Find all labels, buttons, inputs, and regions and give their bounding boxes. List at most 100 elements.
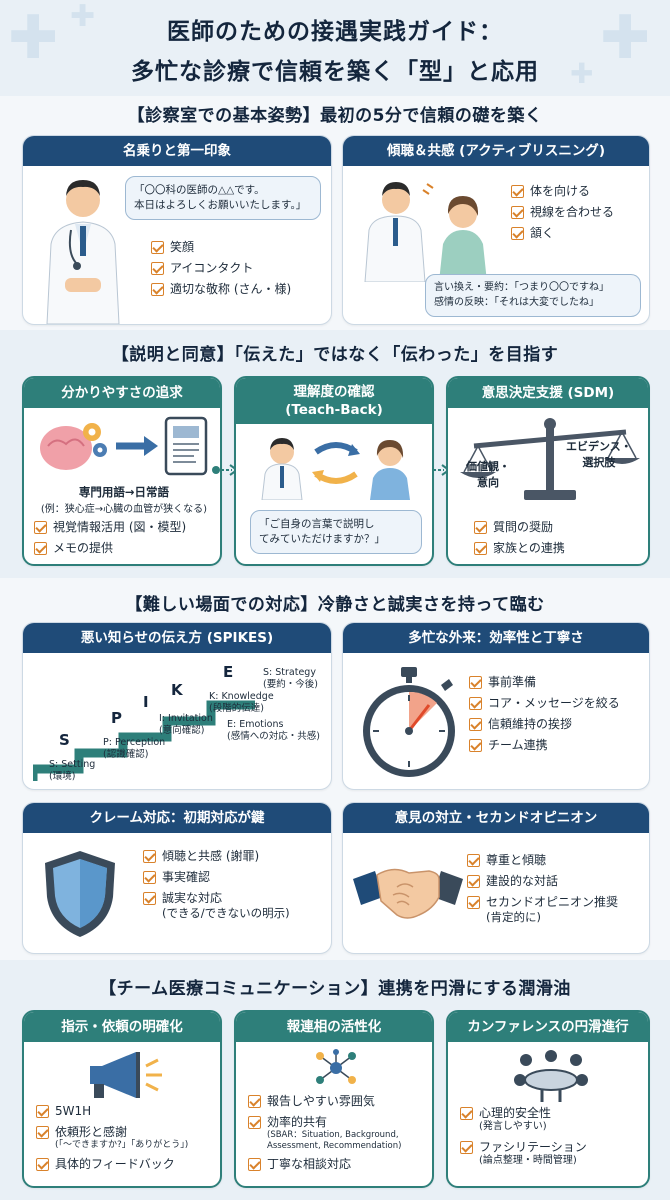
spikes-letter-k: K — [171, 681, 183, 699]
checklist: 報告しやすい雰囲気 効率的共有(SBAR：Situation, Backgrou… — [248, 1094, 432, 1178]
check-icon — [511, 185, 524, 198]
check-item: 信頼維持の挨拶 — [469, 717, 649, 732]
card-spikes: 悪い知らせの伝え方 (SPIKES) S P I K E S: Setting(… — [22, 622, 332, 790]
stairs-icon — [33, 700, 255, 781]
cross-decoration: ✚ — [570, 57, 594, 90]
check-icon — [467, 854, 480, 867]
values-label: 価値観・ 意向 — [466, 460, 510, 489]
checklist: 笑顔 アイコンタクト 適切な敬称 (さん・様) — [151, 240, 331, 303]
card-complaint-handling: クレーム対応：初期対応が鍵 傾聴と共感 (謝罪) 事実確認 誠実な対応(できる/… — [22, 802, 332, 954]
card-conference: カンファレンスの円滑進行 心理的安全性(発言しやすい) ファシリテーション(論点… — [446, 1010, 650, 1188]
spikes-letter-s: S — [59, 731, 70, 749]
check-icon — [460, 1140, 473, 1154]
stopwatch-icon — [363, 667, 455, 777]
card-clear-instructions: 指示・依頼の明確化 5W1H 依頼形と感謝(「〜できますか?」「ありがとう」) … — [22, 1010, 222, 1188]
spikes-letter-p: P — [111, 709, 122, 727]
check-item: 体を向ける — [511, 184, 649, 199]
spikes-letter-e: E — [223, 663, 234, 681]
term-example: (例：狭心症→心臓の血管が狭くなる) — [40, 504, 208, 515]
check-item: 適切な敬称 (さん・様) — [151, 282, 331, 297]
check-item: 依頼形と感謝(「〜できますか?」「ありがとう」) — [36, 1125, 220, 1151]
cross-decoration: ✚ — [600, 3, 651, 73]
section-title-3: 【難しい場面での対応】冷静さと誠実さを持って臨む — [125, 595, 545, 615]
scale-icon — [460, 418, 640, 500]
card-title: 意思決定支援 (SDM) — [448, 378, 648, 408]
checklist: 傾聴と共感 (謝罪) 事実確認 誠実な対応(できる/できないの明示) — [143, 849, 329, 926]
check-item: チーム連携 — [469, 738, 649, 753]
card-title: 理解度の確認 (Teach-Back) — [236, 378, 432, 424]
check-item: 報告しやすい雰囲気 — [248, 1094, 432, 1109]
check-item: 具体的フィードバック — [36, 1157, 220, 1172]
check-item: コア・メッセージを絞る — [469, 696, 649, 711]
check-icon — [467, 875, 480, 888]
checklist: 事前準備 コア・メッセージを絞る 信頼維持の挨拶 チーム連携 — [469, 675, 649, 759]
check-item: 事前準備 — [469, 675, 649, 690]
card-title: 傾聴＆共感 (アクティブリスニング) — [343, 136, 649, 166]
card-title: 指示・依頼の明確化 — [24, 1012, 220, 1042]
check-icon — [248, 1116, 261, 1129]
check-item: 笑顔 — [151, 240, 331, 255]
card-active-listening: 傾聴＆共感 (アクティブリスニング) 体を向ける 視線を合わせる 頷く 言い換え… — [342, 135, 650, 325]
spikes-letter-i: I — [143, 693, 149, 711]
check-item: 心理的安全性(発言しやすい) — [460, 1106, 648, 1134]
handshake-icon — [353, 868, 463, 919]
check-item: 効率的共有(SBAR：Situation, Background, Assess… — [248, 1115, 432, 1151]
check-icon — [474, 542, 487, 555]
check-item: 視覚情報活用 (図・模型) — [34, 520, 220, 535]
section-title-4: 【チーム医療コミュニケーション】連携を円滑にする潤滑油 — [99, 979, 571, 999]
shield-icon — [45, 851, 115, 937]
check-icon — [460, 1107, 473, 1120]
check-icon — [151, 283, 164, 296]
check-icon — [469, 739, 482, 752]
check-icon — [36, 1105, 49, 1118]
evidence-label: エビデンス・ 選択肢 — [566, 440, 632, 469]
cross-decoration: ✚ — [70, 0, 96, 34]
check-item: 頷く — [511, 226, 649, 241]
card-title: 報連相の活性化 — [236, 1012, 432, 1042]
card-teach-back: 理解度の確認 (Teach-Back) 「ご自身の言葉で説明し てみていただけま… — [234, 376, 434, 566]
check-icon — [248, 1095, 261, 1108]
check-item: 傾聴と共感 (謝罪) — [143, 849, 329, 864]
check-icon — [143, 892, 156, 905]
checklist: 尊重と傾聴 建設的な対話 セカンドオピニオン推奨(肯定的に) — [467, 853, 649, 930]
check-icon — [469, 676, 482, 689]
doctor-patient-icon — [364, 182, 487, 282]
network-icon — [316, 1049, 356, 1084]
card-title: 意見の対立・セカンドオピニオン — [343, 803, 649, 833]
check-item: ファシリテーション(論点整理・時間管理) — [460, 1140, 648, 1168]
page-header: 医師のための接遇実践ガイド： 多忙な診療で信頼を築く「型」と応用 — [0, 0, 670, 95]
check-item: 事実確認 — [143, 870, 329, 885]
cross-decoration: ✚ — [8, 3, 59, 73]
check-icon — [467, 896, 480, 909]
check-icon — [469, 718, 482, 731]
page-title-line2: 多忙な診療で信頼を築く「型」と応用 — [131, 59, 539, 85]
speech-bubble: 「〇〇科の医師の△△です。 本日はよろしくお願いいたします。」 — [125, 176, 321, 221]
check-icon — [143, 871, 156, 884]
term-conversion-label: 専門用語→日常語 — [78, 485, 170, 499]
check-icon — [469, 697, 482, 710]
checklist: 心理的安全性(発言しやすい) ファシリテーション(論点整理・時間管理) — [460, 1106, 648, 1173]
spikes-step: K: Knowledge(段階的伝達) — [209, 691, 274, 714]
card-clarity: 分かりやすさの追求 専門用語→日常語 (例：狭心症→心臓の血管が狭くなる) 視覚… — [22, 376, 222, 566]
doctor-icon — [46, 180, 120, 324]
check-icon — [248, 1158, 261, 1172]
check-item: 丁寧な相談対応 — [248, 1157, 432, 1172]
section-title-1: 【診察室での基本姿勢】最初の5分で信頼の礎を築く — [127, 106, 543, 126]
check-icon — [143, 850, 156, 863]
check-item: メモの提供 — [34, 541, 220, 556]
check-icon — [36, 1158, 49, 1172]
card-introduction: 名乗りと第一印象 「〇〇科の医師の△△です。 本日はよろしくお願いいたします。」… — [22, 135, 332, 325]
card-title: 名乗りと第一印象 — [23, 136, 331, 166]
spikes-step: S: Strategy(要約・今後) — [263, 667, 318, 690]
checklist: 5W1H 依頼形と感謝(「〜できますか?」「ありがとう」) 具体的フィードバック — [36, 1104, 220, 1178]
check-item: アイコンタクト — [151, 261, 331, 276]
section-title-2: 【説明と同意】「伝えた」ではなく「伝わった」を目指す — [111, 345, 559, 365]
checklist: 質問の奨励 家族との連携 — [474, 520, 644, 562]
check-icon — [474, 521, 487, 534]
page-title-line1: 医師のための接遇実践ガイド： — [167, 19, 503, 45]
card-busy-outpatient: 多忙な外来：効率性と丁寧さ 事前準備 コア・メッセージを絞る 信頼維持の挨拶 チ… — [342, 622, 650, 790]
card-title: 分かりやすさの追求 — [24, 378, 220, 408]
spikes-step: S: Setting(環境) — [49, 759, 96, 782]
spikes-step: I: Invitation(意向確認) — [159, 713, 213, 736]
check-icon — [34, 521, 47, 534]
